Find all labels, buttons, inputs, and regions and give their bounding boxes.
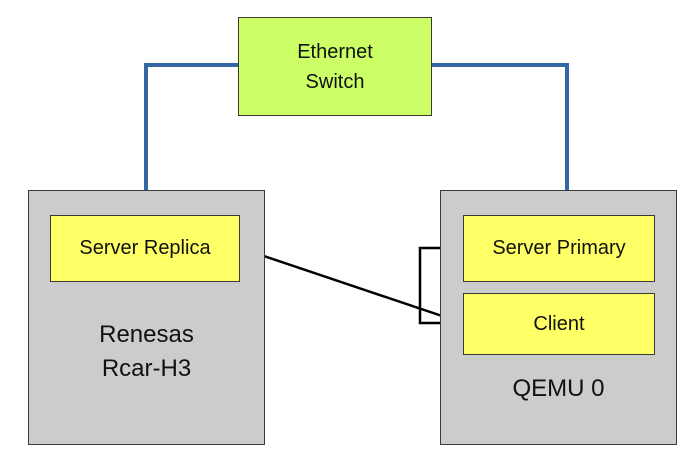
network-link-left [144, 63, 238, 191]
server-primary: Server Primary [463, 215, 655, 282]
network-link-right [432, 63, 569, 191]
ethernet-switch: Ethernet Switch [238, 17, 432, 116]
server-replica: Server Replica [50, 215, 240, 282]
renesas-host-label-line2: Rcar-H3 [101, 355, 192, 382]
qemu-host-label: QEMU 0 [512, 375, 605, 402]
renesas-host-label-line1: Renesas [99, 321, 194, 348]
client: Client [463, 293, 655, 355]
server-replica-label: Server Replica [79, 237, 211, 259]
ethernet-switch-line1: Ethernet [297, 40, 373, 63]
replication-arrow [239, 246, 464, 325]
ethernet-switch-line2: Switch [305, 70, 365, 93]
client-label: Client [533, 312, 585, 335]
server-primary-label: Server Primary [492, 237, 626, 259]
renesas-host-label: Renesas Rcar-H3 [28, 318, 265, 386]
